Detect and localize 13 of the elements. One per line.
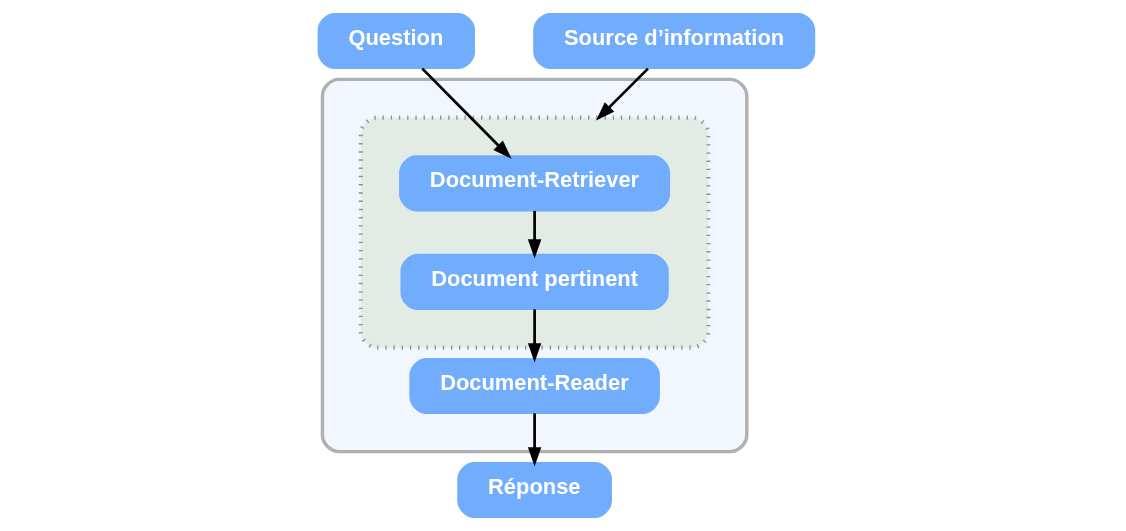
node-box: Question [317,12,476,70]
node-box: Document-Retriever [399,155,671,212]
arrow [421,67,512,159]
arrow [596,67,649,121]
cluster [358,115,711,350]
node-box: Source d’information [533,12,816,70]
cluster [320,77,749,454]
node-box: Réponse [457,461,612,519]
arrow [527,309,542,363]
arrow [527,210,542,259]
node-box: Document pertinent [400,253,669,310]
arrow [527,413,542,467]
node-box: Document-Reader [409,357,660,414]
